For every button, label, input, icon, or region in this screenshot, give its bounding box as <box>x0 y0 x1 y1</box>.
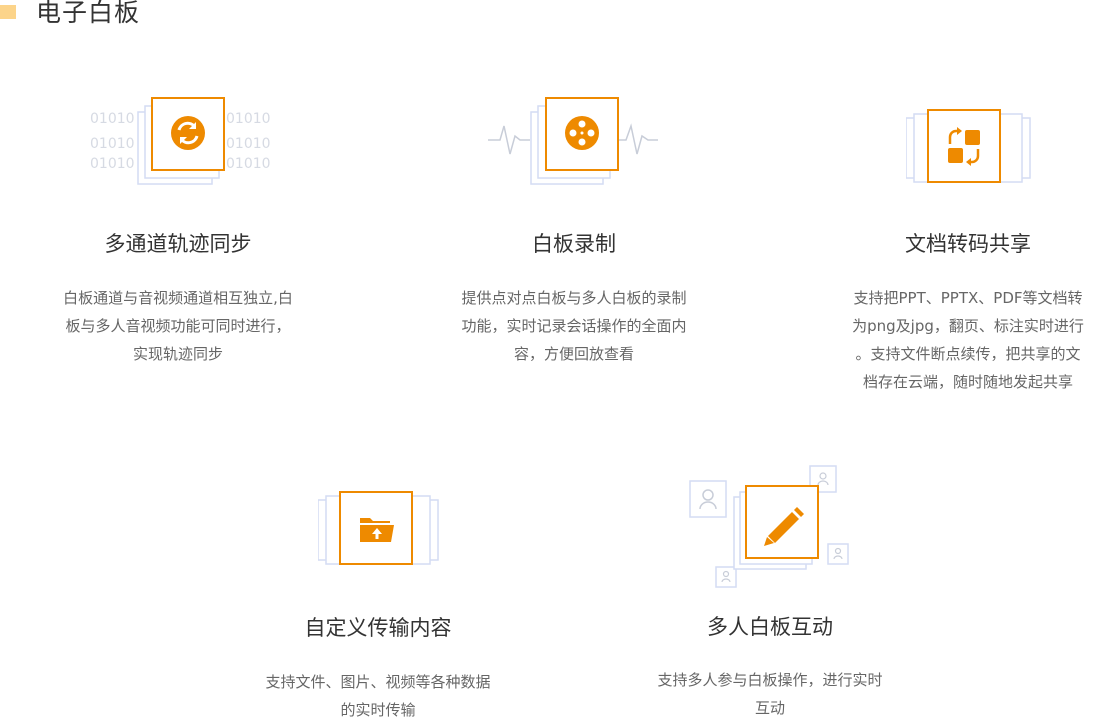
feature-title: 多通道轨迹同步 <box>104 232 252 256</box>
svg-text:01010: 01010 <box>226 156 271 172</box>
film-reel-icon <box>488 96 660 188</box>
section-marker <box>0 5 16 19</box>
folder-upload-icon <box>318 490 442 570</box>
desc-line: 支持多人参与白板操作，进行实时 <box>657 671 883 689</box>
feature-title: 文档转码共享 <box>905 232 1031 256</box>
convert-icon <box>906 108 1038 188</box>
desc-line: 功能，实时记录会话操作的全面内 <box>461 317 687 335</box>
svg-text:01010: 01010 <box>90 156 135 172</box>
feature-title: 白板录制 <box>532 232 616 256</box>
desc-line: 支持文件、图片、视频等各种数据 <box>265 673 491 691</box>
pencil-icon <box>688 464 852 590</box>
section-title: 电子白板 <box>36 0 141 27</box>
feature-description: 白板通道与音视频通道相互独立,白 板与多人音视频功能可同时进行， 实现轨迹同步 <box>40 284 316 368</box>
desc-line: 白板通道与音视频通道相互独立,白 <box>63 289 293 307</box>
svg-text:01010: 01010 <box>226 111 271 127</box>
svg-text:01010: 01010 <box>90 111 135 127</box>
desc-line: 容，方便回放查看 <box>513 345 634 363</box>
desc-line: 的实时传输 <box>340 701 416 719</box>
feature-description: 提供点对点白板与多人白板的录制 功能，实时记录会话操作的全面内 容，方便回放查看 <box>436 284 712 368</box>
desc-line: 档存在云端，随时随地发起共享 <box>862 373 1073 391</box>
desc-line: 为png及jpg，翻页、标注实时进行 <box>852 317 1084 335</box>
svg-text:01010: 01010 <box>90 136 135 152</box>
desc-line: 实现轨迹同步 <box>132 345 223 363</box>
desc-line: 支持把PPT、PPTX、PDF等文档转 <box>853 289 1083 307</box>
feature-description: 支持多人参与白板操作，进行实时 互动 <box>632 666 908 722</box>
desc-line: 。支持文件断点续传，把共享的文 <box>855 345 1081 363</box>
svg-text:01010: 01010 <box>226 136 271 152</box>
desc-line: 互动 <box>754 699 785 717</box>
feature-description: 支持把PPT、PPTX、PDF等文档转 为png及jpg，翻页、标注实时进行 。… <box>830 284 1094 396</box>
feature-title: 自定义传输内容 <box>304 616 452 640</box>
desc-line: 提供点对点白板与多人白板的录制 <box>461 289 687 307</box>
feature-title: 多人白板互动 <box>707 615 833 639</box>
feature-description: 支持文件、图片、视频等各种数据 的实时传输 <box>240 668 516 724</box>
sync-icon: 01010 01010 01010 01010 01010 01010 <box>90 96 272 188</box>
desc-line: 板与多人音视频功能可同时进行， <box>65 317 291 335</box>
